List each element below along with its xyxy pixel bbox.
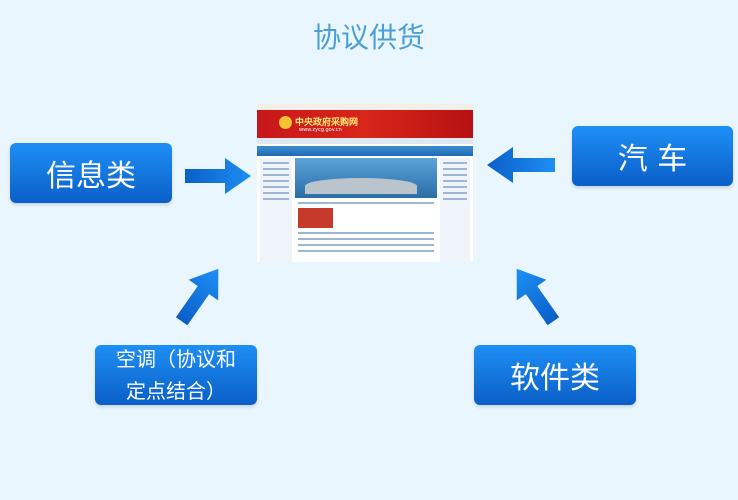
site-url: www.zycg.gov.cn xyxy=(299,127,342,133)
box-software: 软件类 xyxy=(474,345,636,405)
top-strip xyxy=(257,104,473,110)
left-column xyxy=(260,158,292,262)
arrow-up-left-icon xyxy=(516,268,560,326)
arrow-up-right-icon xyxy=(175,268,219,326)
box-info: 信息类 xyxy=(10,143,172,203)
site-columns xyxy=(257,158,473,262)
site-header: 中央政府采购网 www.zycg.gov.cn xyxy=(257,110,473,138)
search-bar xyxy=(257,146,473,156)
arrow-left-icon xyxy=(487,147,555,183)
main-column xyxy=(295,158,437,262)
page-title: 协议供货 xyxy=(312,21,425,54)
national-emblem-icon xyxy=(279,116,292,129)
right-column xyxy=(440,158,470,262)
news-image xyxy=(298,208,333,228)
box-car: 汽 车 xyxy=(572,126,733,186)
site-nav xyxy=(257,138,473,144)
box-air-conditioner: 空调（协议和定点结合） xyxy=(95,345,257,405)
banner-image xyxy=(295,158,437,198)
arrow-right-icon xyxy=(185,158,251,194)
website-screenshot: 中央政府采购网 www.zycg.gov.cn xyxy=(257,104,473,262)
site-name: 中央政府采购网 xyxy=(295,118,359,128)
